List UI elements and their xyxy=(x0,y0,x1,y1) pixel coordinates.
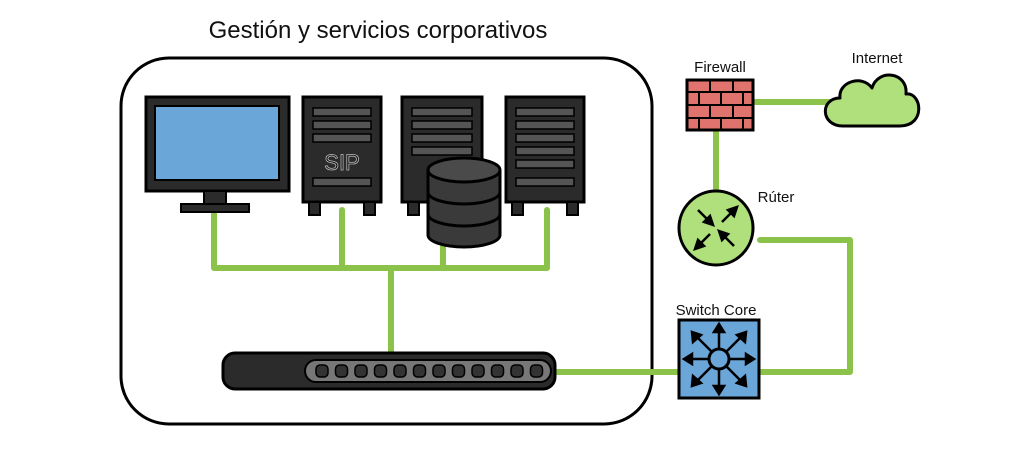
link-core-to-router xyxy=(756,237,853,375)
diagram-title: Gestión y servicios corporativos xyxy=(209,17,548,44)
switch-port xyxy=(334,364,349,378)
network-links xyxy=(211,99,853,375)
firewall-label: Firewall xyxy=(694,59,746,76)
switch-core-icon xyxy=(677,318,761,400)
switch-port xyxy=(315,364,329,378)
server-icon xyxy=(504,95,586,216)
access-switch-icon xyxy=(221,351,557,391)
sip-server-icon xyxy=(301,95,383,216)
router-label: Rúter xyxy=(758,189,795,206)
switch-port xyxy=(490,364,505,378)
database-icon xyxy=(426,156,502,249)
router-icon xyxy=(677,189,755,267)
corporate-services-group xyxy=(119,56,654,426)
switch-core-label: Switch Core xyxy=(676,302,757,319)
sip-server-label: SIP xyxy=(324,150,359,175)
internet-label: Internet xyxy=(852,50,904,67)
switch-port xyxy=(373,364,388,378)
cloud-icon xyxy=(823,73,921,128)
link-monitor xyxy=(211,207,550,271)
switch-port xyxy=(412,364,427,378)
switch-port xyxy=(471,364,485,378)
switch-port xyxy=(529,364,544,378)
firewall-icon xyxy=(685,78,755,132)
switch-port xyxy=(354,364,368,378)
monitor-icon xyxy=(144,95,291,213)
switch-port xyxy=(510,364,524,378)
switch-port xyxy=(393,364,407,378)
switch-port xyxy=(451,364,466,378)
switch-port xyxy=(432,364,446,378)
